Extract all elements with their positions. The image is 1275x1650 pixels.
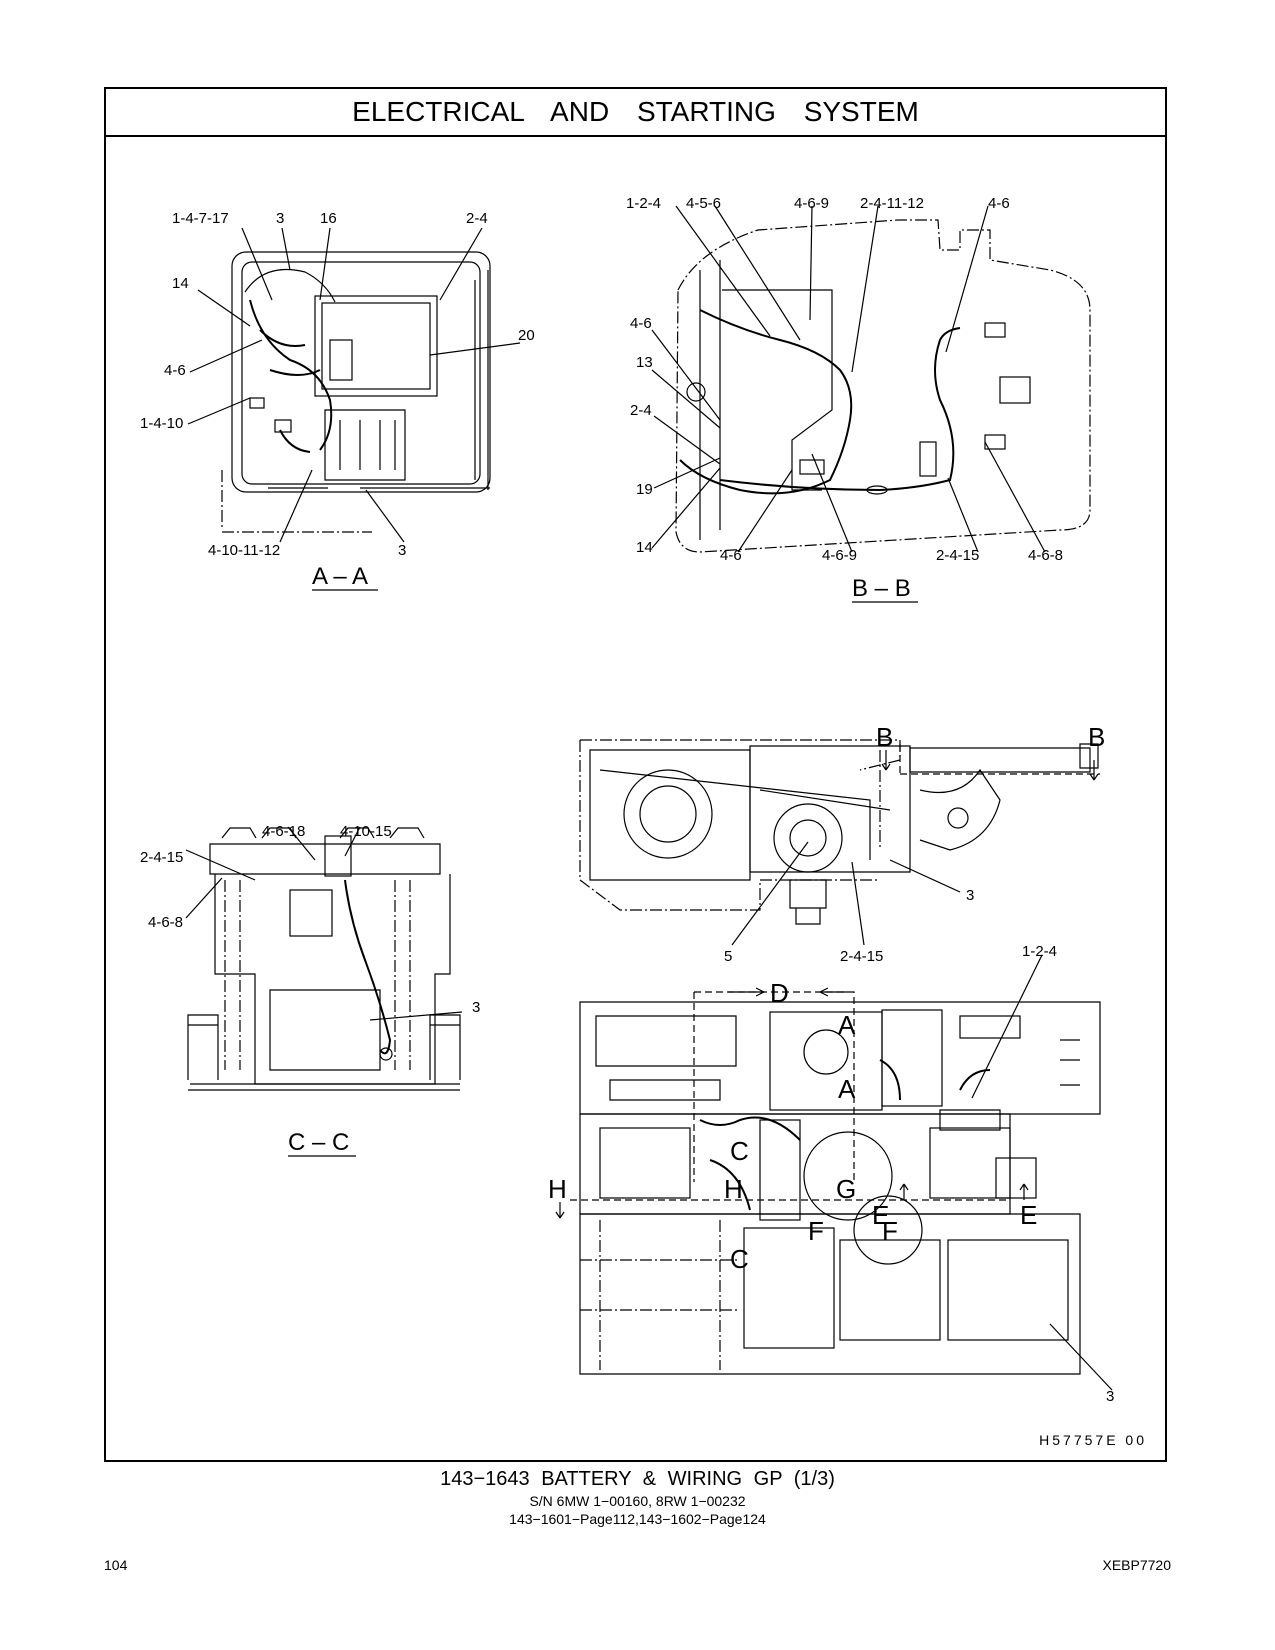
section-mark: H bbox=[724, 1174, 743, 1204]
page-number: 104 bbox=[104, 1557, 128, 1573]
section-mark: F bbox=[882, 1216, 898, 1246]
section-mark: D bbox=[770, 978, 789, 1008]
callout-label: 4-6-9 bbox=[822, 547, 857, 564]
callout-label: 4-6 bbox=[164, 362, 186, 379]
caption-page-references: 143−1601−Page112,143−1602−Page124 bbox=[509, 1511, 766, 1527]
section-mark: E bbox=[1020, 1200, 1037, 1230]
callout-label: 4-6-18 bbox=[262, 823, 305, 840]
section-mark: F bbox=[808, 1216, 824, 1246]
drawing-reference: H57757E 00 bbox=[1039, 1432, 1147, 1448]
callout-label: 4-10-11-12 bbox=[208, 542, 280, 559]
section-mark: A bbox=[838, 1074, 856, 1104]
page-title: ELECTRICAL AND STARTING SYSTEM bbox=[106, 89, 1165, 137]
callout-label: 1-2-4 bbox=[626, 195, 661, 212]
callout-label: 2-4-11-12 bbox=[860, 195, 924, 212]
callout-label: 4-6-8 bbox=[1028, 547, 1063, 564]
callout-label: 3 bbox=[966, 887, 974, 904]
callout-label: 2-4-15 bbox=[840, 948, 883, 965]
section-mark: A bbox=[838, 1010, 856, 1040]
callout-label: 14 bbox=[172, 275, 189, 292]
callout-label: 16 bbox=[320, 210, 337, 227]
callout-label: 1-4-10 bbox=[140, 415, 183, 432]
top-plan-illustration: 5 2-4-15 3 B B bbox=[579, 722, 1105, 965]
view-bb-label: B – B bbox=[852, 575, 911, 602]
callout-label: 3 bbox=[1106, 1388, 1114, 1405]
section-mark: G bbox=[836, 1174, 856, 1204]
callout-label: 4-6 bbox=[630, 315, 652, 332]
view-aa-label: A – A bbox=[312, 563, 368, 590]
callout-label: 13 bbox=[636, 354, 653, 371]
callout-label: 2-4 bbox=[630, 402, 652, 419]
main-plan-illustration: 1-2-4 3 D A A C C H H G E E F F bbox=[548, 943, 1114, 1405]
callout-label: 19 bbox=[636, 481, 653, 498]
callout-label: 3 bbox=[276, 210, 284, 227]
callout-label: 5 bbox=[724, 948, 732, 965]
callout-label: 4-6 bbox=[988, 195, 1010, 212]
view-bb-illustration: 1-2-4 4-5-6 4-6-9 2-4-11-12 4-6 4-6 13 2… bbox=[626, 195, 1091, 603]
callout-label: 4-6-9 bbox=[794, 195, 829, 212]
section-mark: E bbox=[872, 1200, 889, 1230]
callout-label: 4-6-8 bbox=[148, 914, 183, 931]
callout-label: 2-4-15 bbox=[140, 849, 183, 866]
callout-label: 4-10-15 bbox=[340, 823, 392, 840]
callout-label: 1-2-4 bbox=[1022, 943, 1057, 960]
drawing-frame: ELECTRICAL AND STARTING SYSTEM H57757E 0… bbox=[104, 87, 1167, 1462]
callout-label: 3 bbox=[472, 999, 480, 1016]
callout-label: 2-4-15 bbox=[936, 547, 979, 564]
view-cc-illustration: 4-6-18 4-10-15 2-4-15 4-6-8 3 C – C bbox=[140, 823, 480, 1157]
section-mark: H bbox=[548, 1174, 567, 1204]
callout-label: 20 bbox=[518, 327, 535, 344]
callout-label: 14 bbox=[636, 539, 653, 556]
callout-label: 4-6 bbox=[720, 547, 742, 564]
callout-label: 2-4 bbox=[466, 210, 488, 227]
section-mark: B bbox=[876, 722, 893, 752]
caption-serial-numbers: S/N 6MW 1−00160, 8RW 1−00232 bbox=[529, 1493, 746, 1509]
document-number: XEBP7720 bbox=[1102, 1557, 1172, 1573]
section-mark: C bbox=[730, 1136, 749, 1166]
section-mark: B bbox=[1088, 722, 1105, 752]
caption-main: 143−1643 BATTERY & WIRING GP (1/3) bbox=[440, 1468, 835, 1490]
callout-label: 1-4-7-17 bbox=[172, 210, 229, 227]
view-cc-label: C – C bbox=[288, 1129, 349, 1156]
section-mark: C bbox=[730, 1244, 749, 1274]
view-aa-illustration: 1-4-7-17 3 16 2-4 14 20 4-6 1-4-10 4-10-… bbox=[140, 210, 535, 591]
callout-label: 4-5-6 bbox=[686, 195, 721, 212]
callout-label: 3 bbox=[398, 542, 406, 559]
